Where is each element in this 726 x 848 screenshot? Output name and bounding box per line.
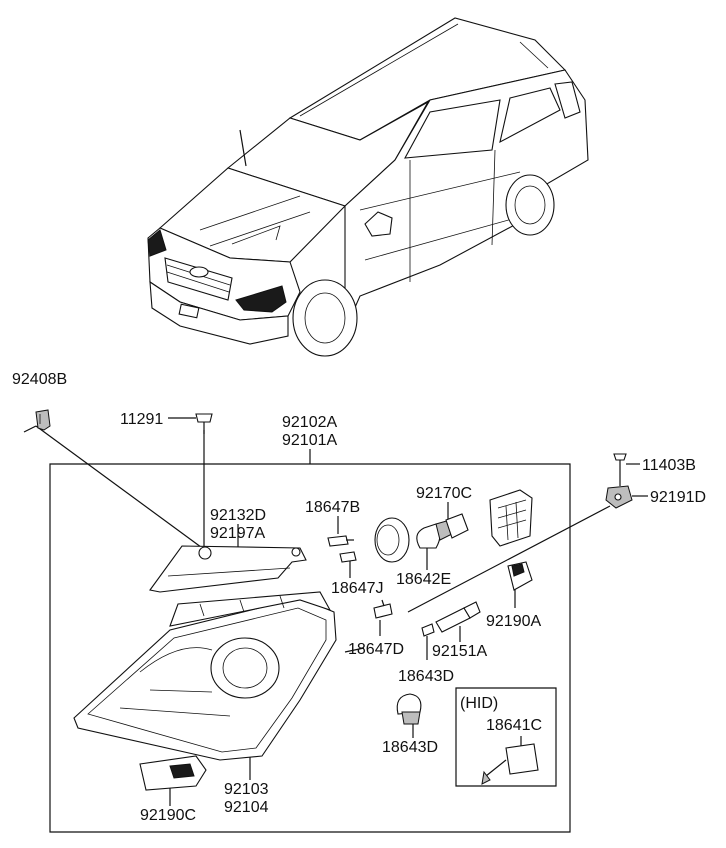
screw-11291-part: [195, 413, 213, 434]
label-92104: 92104: [224, 799, 269, 816]
tube-92151A-part: [435, 601, 481, 633]
socket-92170C-part: [445, 513, 469, 539]
label-92190C: 92190C: [140, 807, 196, 824]
clip-92408B-part: [35, 409, 51, 431]
label-18647B: 18647B: [305, 499, 360, 516]
hid-title: (HID): [460, 695, 498, 712]
headlamp-assembly-part: [73, 591, 337, 761]
vehicle-illustration: [147, 17, 589, 357]
bulb-18647J-part: [339, 551, 357, 563]
bulb-18643D-large-part: [396, 693, 422, 725]
label-92190A: 92190A: [486, 613, 541, 630]
screw-11403B-part: [613, 453, 627, 486]
label-18647D: 18647D: [348, 641, 404, 658]
bracket-92191D-part: [605, 485, 633, 509]
bulb-18647D-part: [373, 599, 393, 619]
bulb-18647B-part: [327, 535, 354, 547]
hid-bulb-18641C-part: [481, 743, 539, 785]
connector-92190A-part: [507, 561, 533, 591]
label-92151A: 92151A: [432, 643, 487, 660]
label-92101A: 92101A: [282, 432, 337, 449]
assembly-frame: [23, 417, 648, 833]
label-11403B: 11403B: [642, 457, 696, 474]
label-18647J: 18647J: [331, 580, 384, 597]
label-18643D-upper: 18643D: [398, 668, 454, 685]
label-18642E: 18642E: [396, 571, 451, 588]
label-92191D: 92191D: [650, 489, 706, 506]
label-18643D-lower: 18643D: [382, 739, 438, 756]
bulb-18642E-part: [416, 519, 453, 549]
label-11291: 11291: [120, 411, 163, 428]
ballast-92190C-part: [139, 755, 207, 791]
label-92170C: 92170C: [416, 485, 472, 502]
hid-box: [455, 687, 557, 787]
label-92102A: 92102A: [282, 414, 337, 431]
bulb-18643D-small-part: [421, 623, 435, 637]
label-92197A: 92197A: [210, 525, 265, 542]
label-18641C: 18641C: [486, 717, 542, 734]
dust-cap-part: [374, 517, 410, 563]
rear-cover-part: [489, 489, 533, 547]
cover-92132D-part: [149, 545, 307, 593]
label-92103: 92103: [224, 781, 269, 798]
label-92408B: 92408B: [12, 371, 67, 388]
label-92132D: 92132D: [210, 507, 266, 524]
